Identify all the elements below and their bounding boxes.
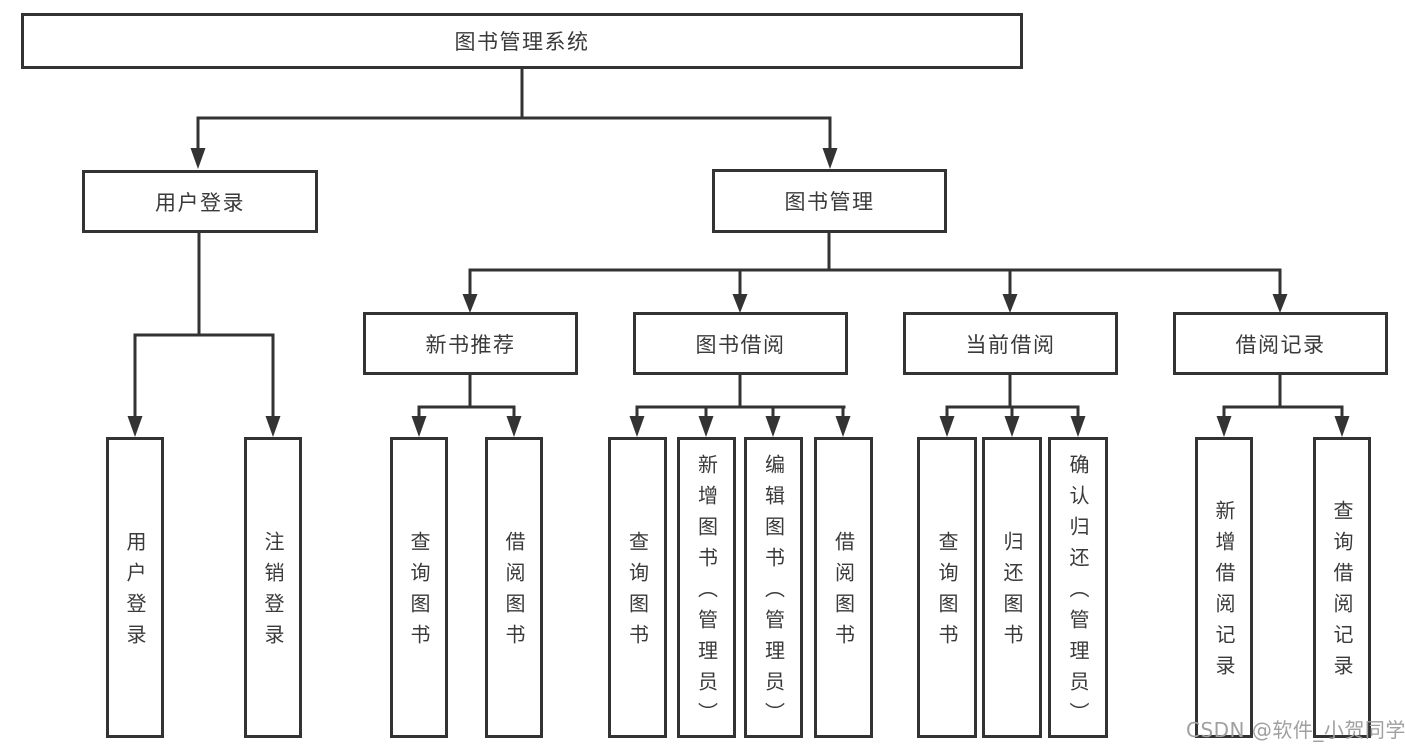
leaf-borrow-books: 借阅图书 bbox=[485, 437, 543, 738]
arrow-down-icon bbox=[462, 294, 478, 313]
node-label: 借阅记录 bbox=[1235, 332, 1326, 357]
node-label: 当前借阅 bbox=[965, 332, 1056, 357]
leaf-label: 新增借阅记录 bbox=[1212, 500, 1236, 686]
leaf-return-books: 归还图书 bbox=[982, 437, 1042, 738]
borrow-records-sub-connector bbox=[1216, 375, 1350, 437]
node-borrow-records: 借阅记录 bbox=[1173, 312, 1388, 375]
arrow-down-icon bbox=[1070, 416, 1086, 437]
node-book-borrow: 图书借阅 bbox=[633, 312, 848, 375]
leaf-label: 归还图书 bbox=[1000, 531, 1024, 655]
csdn-watermark: CSDN @软件_小贺同学 bbox=[1186, 718, 1405, 742]
node-current-borrow: 当前借阅 bbox=[903, 312, 1118, 375]
arrow-down-icon bbox=[629, 416, 645, 437]
leaf-label: 查询图书 bbox=[625, 531, 650, 655]
leaf-label: 新增图书（管理员） bbox=[694, 453, 719, 733]
leaf-label: 查询图书 bbox=[407, 531, 431, 655]
arrow-down-icon bbox=[939, 416, 955, 437]
leaf-query-borrow-record: 查询借阅记录 bbox=[1313, 437, 1371, 738]
leaf-label: 借阅图书 bbox=[502, 531, 526, 655]
leaf-add-borrow-record: 新增借阅记录 bbox=[1195, 437, 1253, 738]
leaf-confirm-return-admin: 确认归还（管理员） bbox=[1048, 437, 1108, 738]
arrow-down-icon bbox=[835, 416, 851, 437]
node-label: 新书推荐 bbox=[425, 332, 516, 357]
node-label: 图书借阅 bbox=[695, 332, 786, 357]
arrow-down-icon bbox=[1002, 294, 1018, 313]
node-label: 图书管理 bbox=[784, 190, 875, 214]
leaf-label: 用户登录 bbox=[123, 531, 147, 655]
leaf-label: 查询图书 bbox=[935, 531, 959, 655]
arrow-down-icon bbox=[265, 416, 281, 437]
leaf-label: 编辑图书（管理员） bbox=[761, 453, 786, 733]
arrow-down-icon bbox=[190, 148, 206, 169]
leaf-label: 注销登录 bbox=[261, 531, 285, 655]
leaf-query-books: 查询图书 bbox=[608, 437, 667, 738]
arrow-down-icon bbox=[765, 416, 781, 437]
current-borrow-sub-connector bbox=[939, 375, 1086, 437]
arrow-down-icon bbox=[506, 416, 522, 437]
arrow-down-icon bbox=[1272, 294, 1288, 313]
node-root-system: 图书管理系统 bbox=[21, 13, 1023, 69]
arrow-down-icon bbox=[732, 294, 748, 313]
arrow-down-icon bbox=[1216, 416, 1232, 437]
node-book-management: 图书管理 bbox=[712, 169, 947, 233]
arrow-down-icon bbox=[127, 416, 143, 437]
leaf-query-books: 查询图书 bbox=[917, 437, 977, 738]
leaf-label: 借阅图书 bbox=[831, 531, 856, 655]
arrow-down-icon bbox=[411, 416, 427, 437]
new-books-sub-connector bbox=[411, 375, 522, 437]
user-login-branch-connector bbox=[127, 233, 281, 437]
leaf-label: 确认归还（管理员） bbox=[1066, 453, 1090, 733]
node-user-login: 用户登录 bbox=[82, 170, 318, 233]
node-label: 图书管理系统 bbox=[454, 30, 590, 54]
arrow-down-icon bbox=[1334, 416, 1350, 437]
leaf-query-books: 查询图书 bbox=[390, 437, 448, 738]
leaf-edit-books-admin: 编辑图书（管理员） bbox=[744, 437, 803, 738]
leaf-add-books-admin: 新增图书（管理员） bbox=[677, 437, 736, 738]
leaf-borrow-books: 借阅图书 bbox=[814, 437, 873, 738]
leaf-logout: 注销登录 bbox=[244, 437, 302, 738]
node-new-book-recommend: 新书推荐 bbox=[363, 312, 578, 375]
arrow-down-icon bbox=[698, 416, 714, 437]
leaf-label: 查询借阅记录 bbox=[1330, 500, 1354, 686]
book-borrow-sub-connector bbox=[629, 375, 851, 437]
root-to-level1-connector bbox=[190, 69, 838, 169]
node-label: 用户登录 bbox=[155, 190, 245, 215]
book-management-branch-connector bbox=[462, 233, 1288, 313]
leaf-user-login: 用户登录 bbox=[106, 437, 164, 738]
arrow-down-icon bbox=[822, 148, 838, 169]
arrow-down-icon bbox=[1004, 416, 1020, 437]
